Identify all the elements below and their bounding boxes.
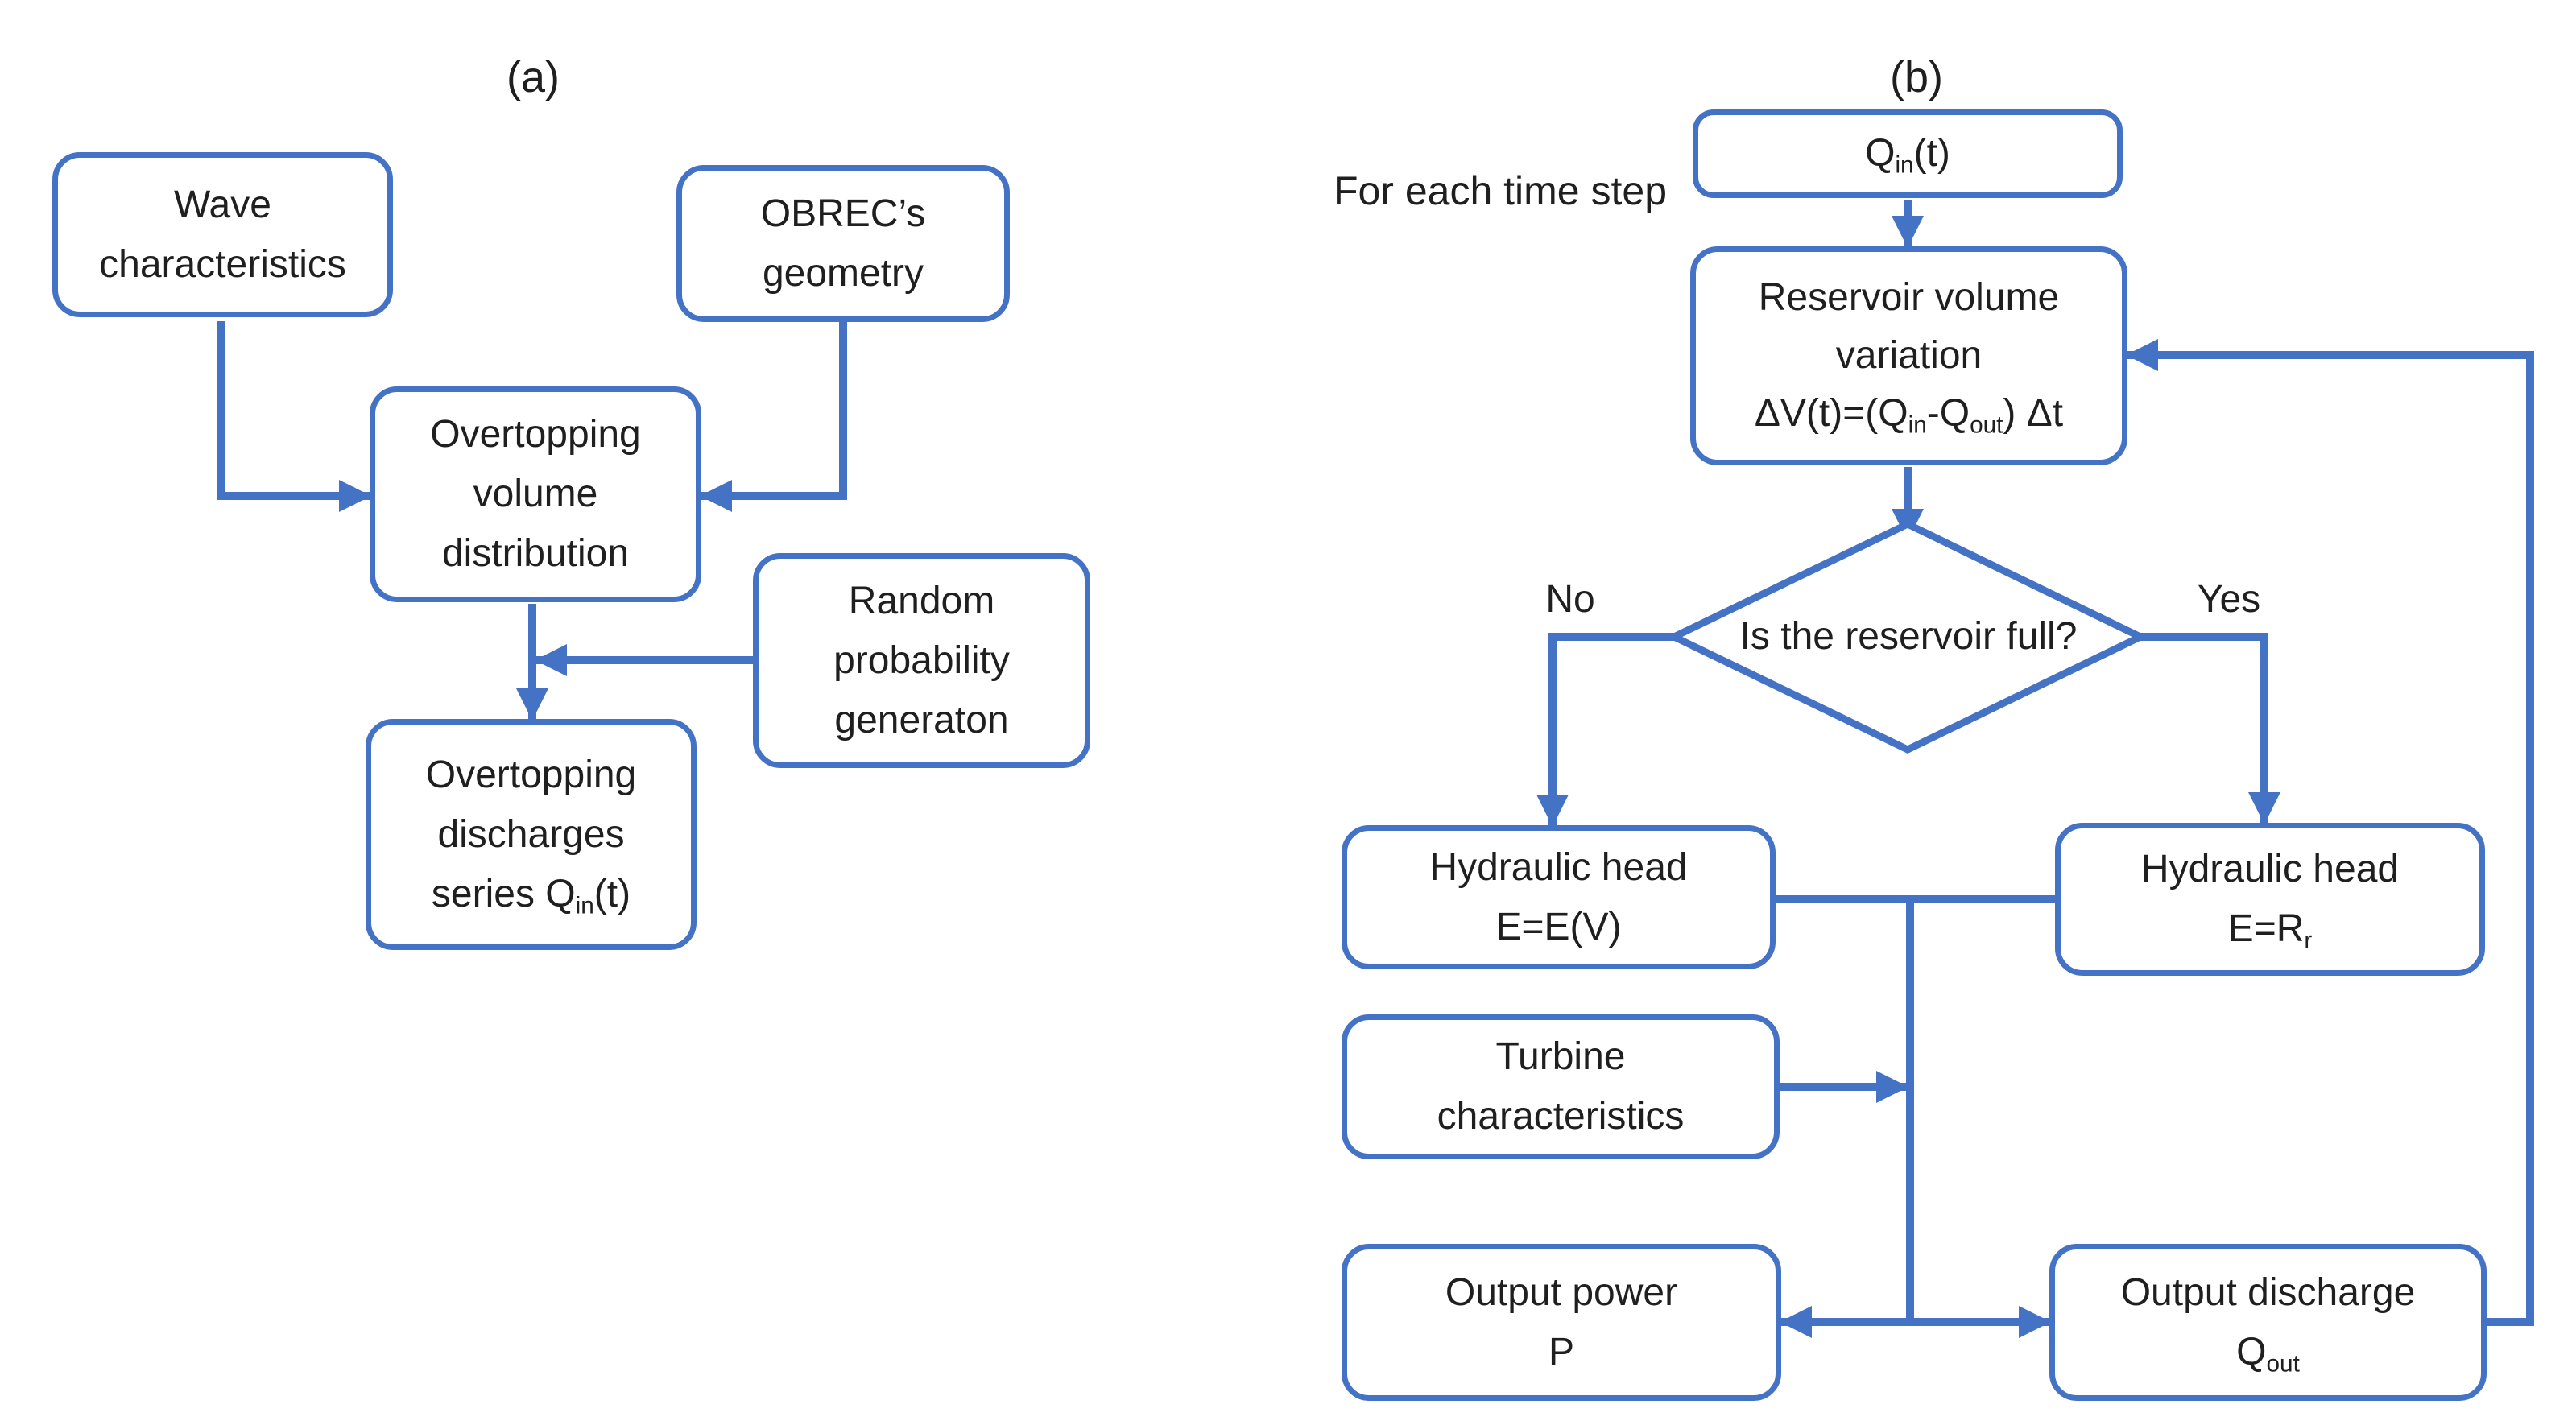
- panel-a-label: (a): [507, 53, 560, 101]
- decision-question: Is the reservoir full?: [1739, 615, 2078, 658]
- qin-box: Qin(t): [1693, 109, 2123, 198]
- loop-caption: For each time step: [1333, 168, 1667, 213]
- panel-b-label: (b): [1890, 53, 1943, 101]
- arrow-decision-yes-branch: [2140, 633, 2280, 824]
- arrow-wave-to-distribution: [217, 321, 371, 512]
- arrow-feedback-discharge-to-reservoir: [2126, 339, 2534, 1326]
- decision-no-label: No: [1545, 578, 1595, 621]
- arrow-decision-no-branch: [1536, 633, 1674, 827]
- decision-yes-label: Yes: [2197, 578, 2261, 621]
- decision-diamond: [1665, 520, 2149, 754]
- arrow-obrec-to-distribution: [700, 322, 847, 512]
